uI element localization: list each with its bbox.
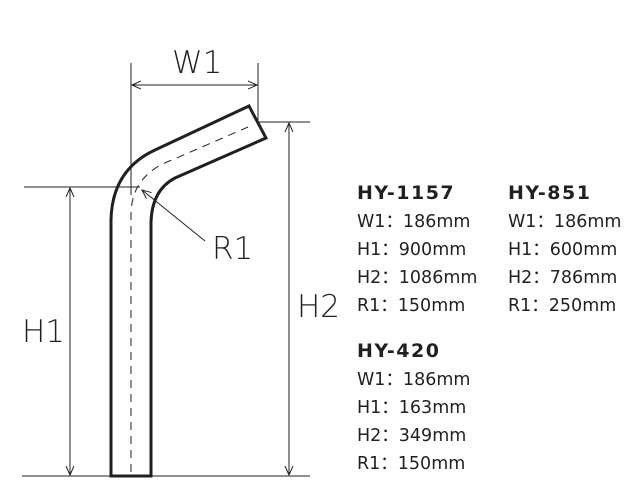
- spec-r1: R1：150mm: [357, 454, 466, 474]
- model-name: HY-420: [357, 340, 441, 362]
- spec-r1: R1：150mm: [357, 296, 466, 316]
- spec-h2: H2：1086mm: [357, 268, 478, 288]
- spec-h1: H1：600mm: [508, 240, 618, 260]
- spec-hy-1157: HY-1157 W1：186mm H1：900mm H2：1086mm R1：1…: [357, 178, 477, 320]
- w1-label: W1: [172, 45, 223, 81]
- model-name: HY-851: [508, 182, 592, 204]
- pipe-outline: [109, 104, 269, 478]
- spec-h1: H1：163mm: [357, 398, 467, 418]
- spec-hy-851: HY-851 W1：186mm H1：600mm H2：786mm R1：250…: [508, 178, 621, 320]
- model-name: HY-1157: [357, 182, 456, 204]
- spec-h1: H1：900mm: [357, 240, 467, 260]
- r1-label: R1: [212, 231, 254, 267]
- r1-leader: [142, 190, 206, 242]
- h2-label: H2: [297, 289, 341, 325]
- spec-w1: W1：186mm: [357, 212, 471, 232]
- pipe-centerline: [130, 126, 249, 472]
- spec-h2: H2：349mm: [357, 426, 467, 446]
- spec-h2: H2：786mm: [508, 268, 618, 288]
- spec-hy-420: HY-420 W1：186mm H1：163mm H2：349mm R1：150…: [357, 336, 470, 478]
- spec-r1: R1：250mm: [508, 296, 617, 316]
- spec-w1: W1：186mm: [508, 212, 622, 232]
- spec-w1: W1：186mm: [357, 370, 471, 390]
- h1-label: H1: [22, 314, 66, 350]
